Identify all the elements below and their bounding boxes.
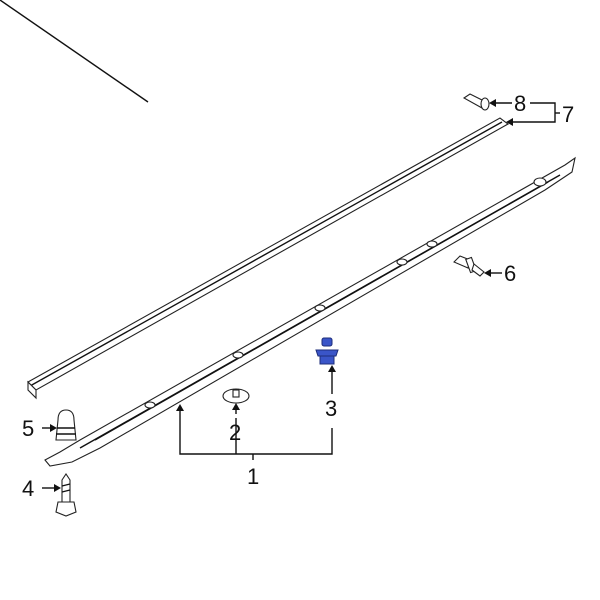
callout-1: 1	[247, 464, 259, 489]
bolt-part	[55, 473, 77, 517]
rocker-panel-molding	[44, 156, 576, 467]
highlighted-fastener-part	[315, 337, 339, 365]
callout-3: 3	[325, 396, 337, 421]
callout-6: 6	[504, 261, 516, 286]
callout-8: 8	[514, 91, 526, 116]
leader-lines	[0, 0, 560, 492]
end-clip-part	[462, 93, 490, 111]
bumper-stop-part	[55, 409, 77, 441]
callout-7: 7	[562, 102, 574, 127]
clip-part	[222, 388, 250, 404]
callout-4: 4	[22, 476, 34, 501]
callout-2: 2	[229, 420, 241, 445]
callout-5: 5	[22, 416, 34, 441]
upper-molding-strip	[27, 117, 510, 400]
push-clip-part	[453, 255, 485, 277]
